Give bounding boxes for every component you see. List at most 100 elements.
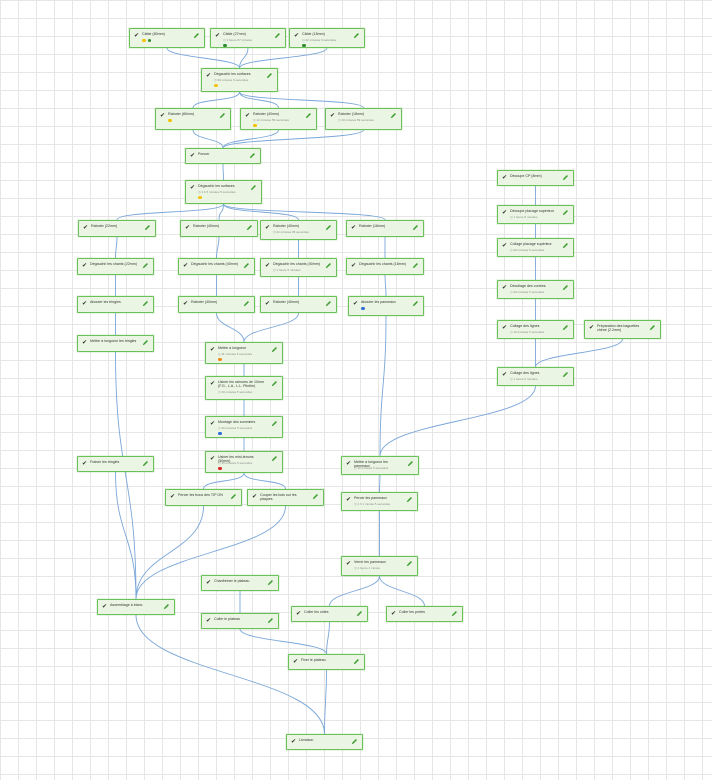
workflow-node-n45[interactable]: ✔Préparation des baguettes chêne (2.2mm) bbox=[584, 320, 661, 339]
status-dots bbox=[253, 123, 257, 127]
pencil-icon[interactable] bbox=[648, 323, 657, 332]
workflow-node-n12[interactable]: ✔Raboter (40mm)◷ 21 minutes 35 secondes bbox=[260, 220, 337, 240]
workflow-node-n41[interactable]: ✔Découpe placage supérieur◷ 1 heure 5 mi… bbox=[497, 205, 574, 224]
pencil-icon[interactable] bbox=[352, 31, 361, 40]
pencil-icon[interactable] bbox=[311, 492, 320, 501]
node-duration-text: 22 minutes 9 secondes bbox=[305, 37, 337, 42]
clock-icon: ◷ bbox=[273, 229, 277, 234]
pencil-icon[interactable] bbox=[324, 223, 333, 232]
pencil-icon[interactable] bbox=[411, 299, 420, 308]
workflow-node-n17[interactable]: ✔Dégauchir les chants (18mm) bbox=[346, 258, 424, 275]
check-icon: ✔ bbox=[210, 421, 216, 427]
node-duration-text: 20 minutes 5 secondes bbox=[221, 425, 253, 430]
pencil-icon[interactable] bbox=[270, 454, 279, 463]
pencil-icon[interactable] bbox=[248, 151, 257, 160]
pencil-icon[interactable] bbox=[352, 657, 361, 666]
pencil-icon[interactable] bbox=[270, 379, 279, 388]
workflow-node-n11[interactable]: ✔Raboter (40mm) bbox=[180, 220, 258, 237]
workflow-node-n32[interactable]: ✔Vernir les panneaux◷ 1 heure 1 minute bbox=[341, 556, 418, 576]
workflow-node-n46[interactable]: ✔Collage des lignes◷ 1 heure 5 minutes bbox=[497, 367, 574, 386]
pencil-icon[interactable] bbox=[249, 183, 258, 192]
pencil-icon[interactable] bbox=[561, 370, 570, 379]
pencil-icon[interactable] bbox=[389, 111, 398, 120]
pencil-icon[interactable] bbox=[265, 71, 274, 80]
pencil-icon[interactable] bbox=[561, 241, 570, 250]
pencil-icon[interactable] bbox=[143, 223, 152, 232]
pencil-icon[interactable] bbox=[411, 261, 420, 270]
pencil-icon[interactable] bbox=[242, 261, 251, 270]
pencil-icon[interactable] bbox=[242, 299, 251, 308]
workflow-node-n8[interactable]: ✔Poncer bbox=[185, 148, 261, 164]
pencil-icon[interactable] bbox=[406, 459, 415, 468]
pencil-icon[interactable] bbox=[192, 31, 201, 40]
pencil-icon[interactable] bbox=[350, 737, 359, 746]
pencil-icon[interactable] bbox=[324, 299, 333, 308]
workflow-node-n42[interactable]: ✔Collage placage supérieur◷ 20 minutes 5… bbox=[497, 238, 574, 257]
check-icon: ✔ bbox=[183, 263, 189, 269]
clock-icon: ◷ bbox=[354, 501, 358, 506]
pencil-icon[interactable] bbox=[218, 111, 227, 120]
pencil-icon[interactable] bbox=[141, 459, 150, 468]
workflow-node-n4[interactable]: ✔Dégauchir les surfaces◷ 30 minutes 9 se… bbox=[201, 68, 278, 92]
workflow-node-n19[interactable]: ✔Raboter (40mm) bbox=[178, 296, 255, 313]
pencil-icon[interactable] bbox=[270, 345, 279, 354]
workflow-node-n21[interactable]: ✔Abouter les panneaux bbox=[348, 296, 424, 316]
workflow-node-n10[interactable]: ✔Raboter (22mm) bbox=[78, 220, 156, 237]
pencil-icon[interactable] bbox=[273, 31, 282, 40]
workflow-node-n31[interactable]: ✔Percer les panneaux◷ 1 h 1 minute 5 sec… bbox=[341, 492, 418, 511]
pencil-icon[interactable] bbox=[411, 223, 420, 232]
workflow-node-n24[interactable]: ✔Usiner les rainures de 10mm (F.G., L.A.… bbox=[205, 376, 283, 400]
workflow-node-n40[interactable]: ✔Découpe CP (8mm) bbox=[497, 170, 574, 186]
pencil-icon[interactable] bbox=[561, 283, 570, 292]
pencil-icon[interactable] bbox=[355, 609, 364, 618]
workflow-node-n28[interactable]: ✔Percer les trous des TIP ON bbox=[165, 489, 242, 506]
pencil-icon[interactable] bbox=[561, 173, 570, 182]
workflow-node-n37[interactable]: ✔Coller les portes bbox=[386, 606, 463, 622]
node-title: Raboter (40mm) bbox=[273, 224, 300, 228]
pencil-icon[interactable] bbox=[229, 492, 238, 501]
workflow-node-n25[interactable]: ✔Montage des sommiers◷ 20 minutes 5 seco… bbox=[205, 416, 283, 438]
pencil-icon[interactable] bbox=[245, 223, 254, 232]
workflow-node-n2[interactable]: ✔Câble (27mm)◷ 1 heure 57 minutes bbox=[210, 28, 286, 48]
pencil-icon[interactable] bbox=[405, 495, 414, 504]
workflow-node-n15[interactable]: ✔Dégauchir les chants (40mm) bbox=[178, 258, 255, 275]
workflow-node-n3[interactable]: ✔Câble (18mm)◷ 22 minutes 9 secondes bbox=[289, 28, 365, 48]
pencil-icon[interactable] bbox=[162, 602, 171, 611]
workflow-node-n16[interactable]: ✔Dégauchir les chants (40mm)◷ 1 heure 5 … bbox=[260, 258, 337, 277]
workflow-node-n9[interactable]: ✔Dégauchir les surfaces◷ 1 h 5 minutes 5… bbox=[185, 180, 262, 204]
pencil-icon[interactable] bbox=[561, 208, 570, 217]
workflow-node-n39[interactable]: ✔Livraison bbox=[286, 734, 363, 750]
workflow-node-n14[interactable]: ✔Dégauchir les chants (22mm) bbox=[77, 258, 154, 275]
pencil-icon[interactable] bbox=[270, 419, 279, 428]
workflow-node-n36[interactable]: ✔Coller les côtés bbox=[291, 606, 368, 622]
workflow-node-n18[interactable]: ✔Abouter les tringles bbox=[77, 296, 154, 313]
pencil-icon[interactable] bbox=[324, 261, 333, 270]
workflow-node-n35[interactable]: ✔Coller le plateau bbox=[201, 613, 279, 629]
pencil-icon[interactable] bbox=[141, 338, 150, 347]
pencil-icon[interactable] bbox=[450, 609, 459, 618]
pencil-icon[interactable] bbox=[266, 578, 275, 587]
workflow-node-n30[interactable]: ✔Mettre à longueur les panneaux◷ 10 minu… bbox=[341, 456, 419, 475]
workflow-node-n33[interactable]: ✔Assemblage à blanc bbox=[97, 599, 175, 615]
workflow-node-n34[interactable]: ✔Chanfreiner le plateau bbox=[201, 575, 279, 591]
workflow-node-n44[interactable]: ✔Collage des lignes◷ 10 minutes 5 second… bbox=[497, 320, 574, 339]
workflow-node-n22[interactable]: ✔Mettre à longueur les tringles bbox=[77, 335, 154, 352]
pencil-icon[interactable] bbox=[561, 323, 570, 332]
workflow-node-n13[interactable]: ✔Raboter (18mm) bbox=[346, 220, 424, 237]
pencil-icon[interactable] bbox=[405, 559, 414, 568]
workflow-node-n38[interactable]: ✔Fixer le plateau bbox=[288, 654, 365, 670]
workflow-node-n26[interactable]: ✔Usiner les mini-tenons (50mm)◷ 15 minut… bbox=[205, 451, 283, 473]
pencil-icon[interactable] bbox=[304, 111, 313, 120]
workflow-node-n6[interactable]: ✔Raboter (40mm)◷ 12 minutes 59 secondes bbox=[240, 108, 317, 130]
workflow-node-n5[interactable]: ✔Raboter (80mm) bbox=[155, 108, 231, 130]
workflow-node-n23[interactable]: ✔Mettre à longueur◷ 11 minutes 5 seconde… bbox=[205, 342, 283, 364]
workflow-node-n43[interactable]: ✔Décollage des contres◷ 20 minutes 5 sec… bbox=[497, 280, 574, 299]
pencil-icon[interactable] bbox=[266, 616, 275, 625]
workflow-node-n20[interactable]: ✔Raboter (40mm) bbox=[260, 296, 337, 313]
pencil-icon[interactable] bbox=[141, 261, 150, 270]
workflow-node-n1[interactable]: ✔Câble (80mm) bbox=[129, 28, 205, 48]
workflow-node-n27[interactable]: ✔Fraiser les tringles bbox=[77, 456, 154, 472]
workflow-node-n29[interactable]: ✔Couper les bois sur les plaques bbox=[247, 489, 324, 506]
pencil-icon[interactable] bbox=[141, 299, 150, 308]
workflow-node-n7[interactable]: ✔Raboter (18mm)◷ 10 minutes 59 secondes bbox=[325, 108, 402, 130]
